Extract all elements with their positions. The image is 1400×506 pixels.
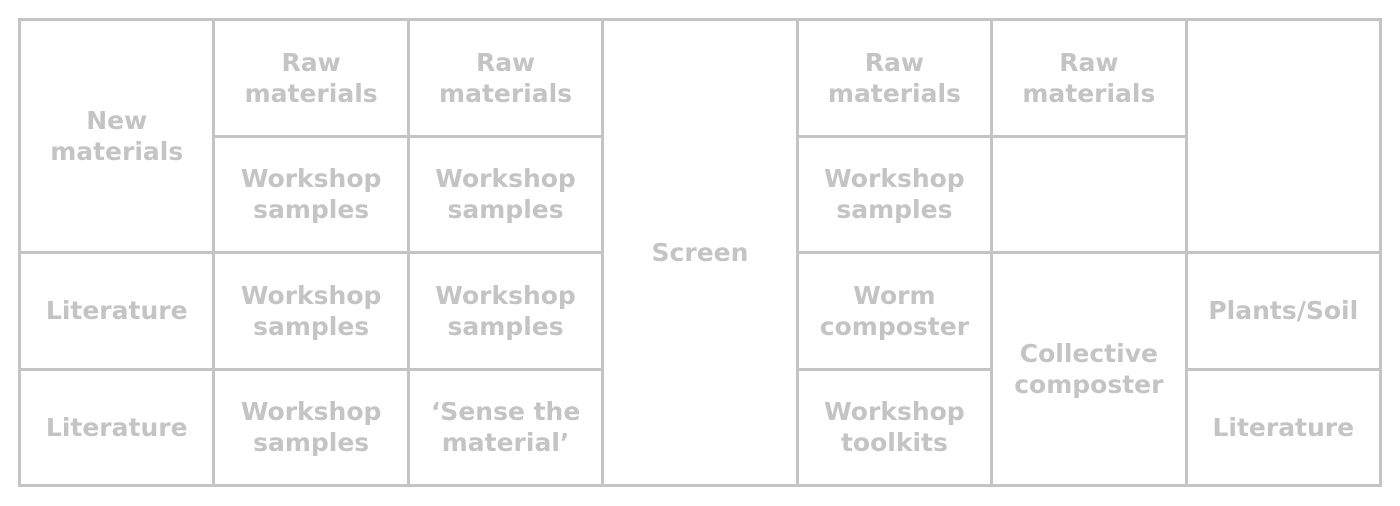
cell-workshop-samples: Workshop samples [409,254,605,371]
cell-workshop-samples: Workshop samples [215,137,410,254]
cell-raw-materials: Raw materials [798,21,994,138]
cell-plants-soil: Plants/Soil [1187,254,1382,371]
cell-literature: Literature [21,254,216,371]
cell-literature: Literature [21,370,216,487]
cell-raw-materials: Raw materials [215,21,410,138]
cell-workshop-samples: Workshop samples [215,370,410,487]
cell-worm-composter: Worm composter [798,254,994,371]
cell-empty [1187,21,1382,254]
cell-sense-the-material: ‘Sense the material’ [409,370,605,487]
cell-collective-composter: Collective composter [993,254,1188,487]
cell-raw-materials: Raw materials [993,21,1188,138]
cell-workshop-toolkits: Workshop toolkits [798,370,994,487]
cell-workshop-samples: Workshop samples [798,137,994,254]
cell-new-materials: New materials [21,21,216,254]
cell-empty [993,137,1188,254]
cell-literature: Literature [1187,370,1382,487]
cell-workshop-samples: Workshop samples [215,254,410,371]
layout-grid: New materials Raw materials Raw material… [18,18,1382,487]
cell-screen: Screen [604,21,799,487]
cell-workshop-samples: Workshop samples [409,137,605,254]
cell-raw-materials: Raw materials [409,21,605,138]
